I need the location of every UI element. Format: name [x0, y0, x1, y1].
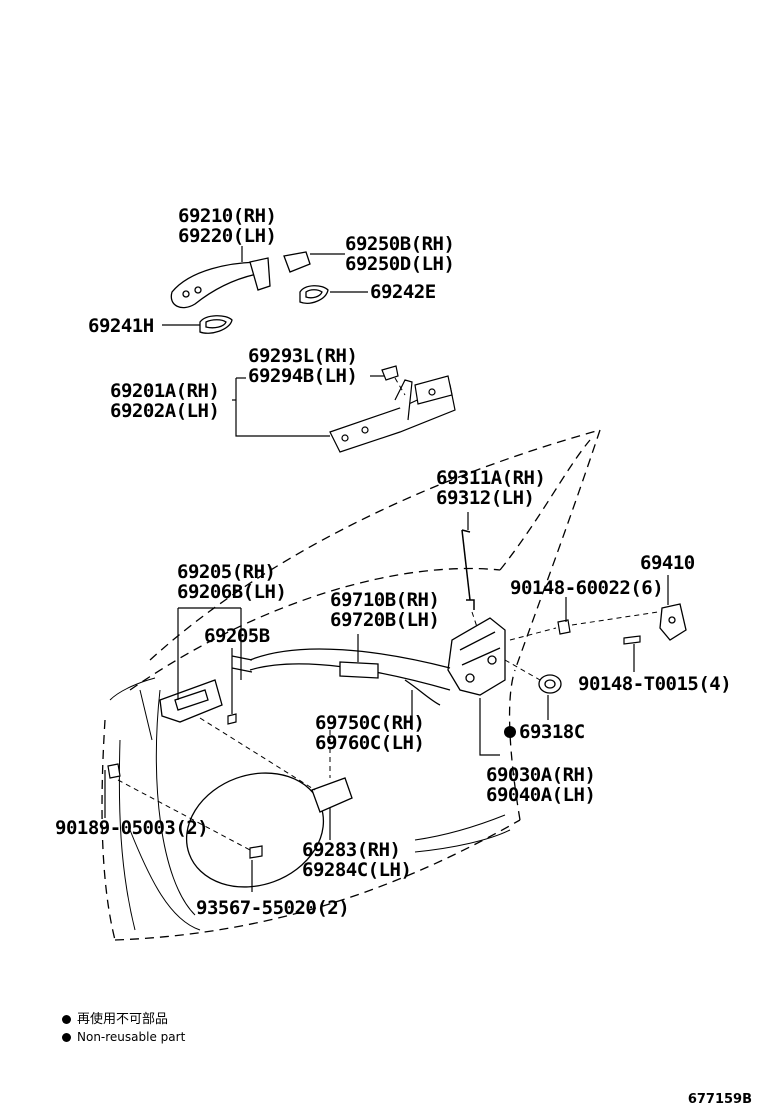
part-label-90148-60022: 90148-60022(6)	[510, 577, 664, 599]
handle-gasket-front	[199, 315, 233, 334]
part-label-69250D: 69250D(LH)	[345, 253, 455, 275]
door-panel-contours	[118, 689, 511, 931]
legend-dot	[62, 1033, 71, 1042]
part-label-69750C: 69750C(RH)	[315, 712, 425, 734]
outside-handle	[170, 257, 271, 309]
part-label-69312: 69312(LH)	[436, 487, 535, 509]
frame-clip	[381, 365, 399, 381]
door-outline	[101, 429, 601, 941]
part-label-69311A: 69311A(RH)	[436, 467, 546, 489]
inside-handle	[159, 679, 223, 723]
clip-90189	[107, 763, 121, 779]
part-label-69205-rh: 69205(RH)	[177, 561, 276, 583]
part-label-69720B: 69720B(LH)	[330, 609, 440, 631]
part-label-90189: 90189-05003(2)	[55, 817, 209, 839]
non-reusable-marker	[504, 726, 516, 738]
part-label-69294B: 69294B(LH)	[248, 365, 358, 387]
figure-code: 677159B	[687, 1092, 752, 1107]
handle-gasket-rear	[299, 285, 329, 304]
screw-93567	[249, 845, 263, 859]
handle-cap	[283, 251, 311, 273]
part-label-69202A: 69202A(LH)	[110, 400, 220, 422]
part-label-69201A: 69201A(RH)	[110, 380, 220, 402]
part-label-69250B: 69250B(RH)	[345, 233, 455, 255]
door-lock-assembly	[447, 617, 506, 696]
lock-rod	[461, 529, 475, 610]
leader-lines	[104, 246, 669, 892]
part-label-69040A: 69040A(LH)	[486, 784, 596, 806]
screw-90148-T0015	[623, 635, 641, 645]
part-label-69318C: 69318C	[504, 722, 585, 742]
part-label-69284C: 69284C(LH)	[302, 859, 412, 881]
part-label-69241H: 69241H	[88, 315, 154, 337]
part-label-69220: 69220(LH)	[178, 225, 277, 247]
lock-cables	[231, 648, 451, 706]
part-label-69710B: 69710B(RH)	[330, 589, 440, 611]
legend-dot	[62, 1015, 71, 1024]
legend-en: Non-reusable part	[62, 1029, 185, 1045]
part-label-69242E: 69242E	[370, 281, 436, 303]
lock-grommet	[538, 674, 562, 694]
screw-90148-60022	[557, 619, 571, 635]
part-label-69210: 69210(RH)	[178, 205, 277, 227]
part-label-93567: 93567-55020(2)	[196, 897, 350, 919]
part-label-69293L: 69293L(RH)	[248, 345, 358, 367]
part-label-69206B: 69206B(LH)	[177, 581, 287, 603]
part-label-69030A: 69030A(RH)	[486, 764, 596, 786]
handle-frame	[329, 375, 456, 453]
screw-69205B	[227, 713, 237, 725]
part-label-90148-T0015: 90148-T0015(4)	[578, 673, 732, 695]
part-label-69283: 69283(RH)	[302, 839, 401, 861]
part-label-69760C: 69760C(LH)	[315, 732, 425, 754]
part-label-69205B: 69205B	[204, 625, 270, 647]
inside-handle-cover	[311, 777, 353, 813]
legend-jp: 再使用不可部品	[62, 1012, 168, 1028]
part-label-69410: 69410	[640, 552, 695, 574]
door-striker	[659, 603, 687, 641]
